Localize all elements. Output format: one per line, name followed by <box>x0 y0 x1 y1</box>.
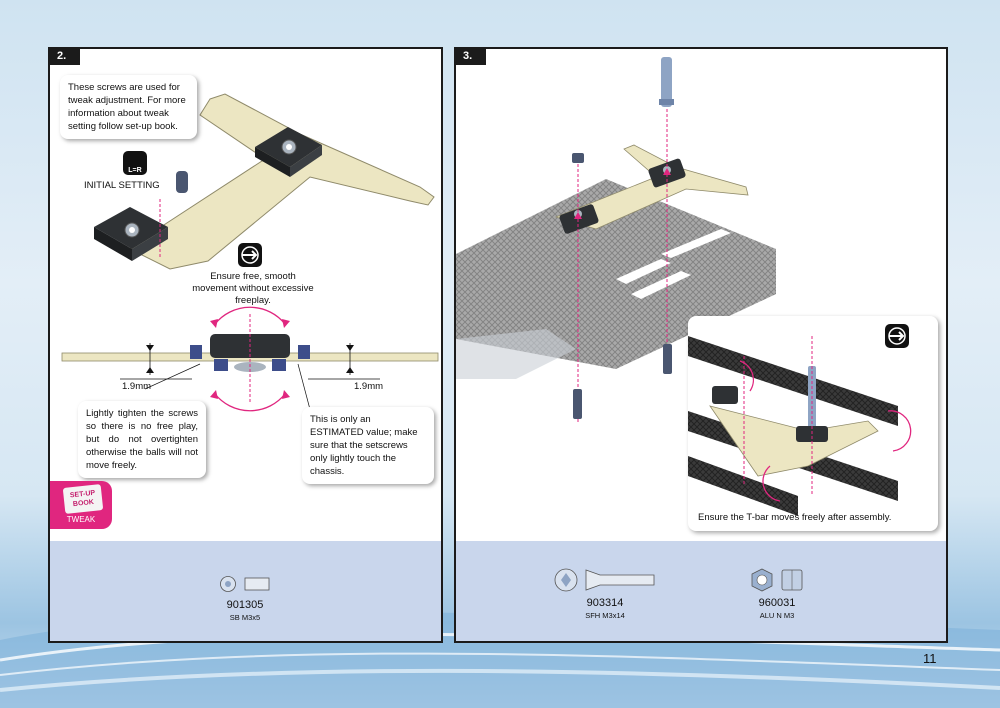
inset-drawing <box>688 336 912 516</box>
ball-stud-block-upper <box>255 127 322 177</box>
setscrew-part <box>176 171 188 193</box>
initial-setting-label: INITIAL SETTING <box>84 180 160 191</box>
tweak-screws-callout: These screws are used for tweak adjustme… <box>60 75 197 139</box>
ball-stud-block-lower <box>94 199 168 261</box>
step-3-number: 3. <box>456 49 486 65</box>
part-code: 903314 <box>586 597 624 609</box>
step-3-panel: 3. <box>454 47 948 643</box>
tweak-label: TWEAK <box>66 515 96 524</box>
arrow-icon <box>888 327 906 345</box>
inset-detail: Ensure the T-bar moves freely after asse… <box>688 316 938 531</box>
step-2-number: 2. <box>50 49 80 65</box>
step-2-drawing <box>61 93 439 418</box>
flat-head-screw-icon <box>554 568 655 592</box>
part-name: ALU N M3 <box>759 611 795 620</box>
step-2-parts-bar: 901305 SB M3x5 <box>50 541 441 641</box>
setup-book-icon: SET-UP BOOK <box>62 484 104 514</box>
tweak-setup-book-badge: SET-UP BOOK TWEAK <box>50 481 112 529</box>
inset-caption: Ensure the T-bar moves freely after asse… <box>698 512 892 523</box>
ball-stud-icon <box>220 576 270 592</box>
step-2-panel: 2. <box>48 47 443 643</box>
dimension-left-label: 1.9mm <box>122 381 152 392</box>
equal-sides-icon-text: L=R <box>128 167 142 174</box>
lightly-tighten-callout: Lightly tighten the screws so there is n… <box>78 401 206 478</box>
part-code: 901305 <box>226 599 264 611</box>
estimated-value-callout: This is only an ESTIMATED value; make su… <box>302 407 434 484</box>
part-code: 960031 <box>758 597 796 609</box>
arrow-icon <box>241 246 259 264</box>
step-3-parts-bar: 903314 SFH M3x14 960031 ALU N M3 <box>456 541 946 641</box>
part-name: SB M3x5 <box>229 613 261 622</box>
equal-sides-icon: L=R <box>123 151 147 175</box>
movement-check-icon <box>238 243 262 267</box>
ensure-free-movement-text: Ensure free, smooth movement without exc… <box>192 271 314 306</box>
part-name: SFH M3x14 <box>585 611 625 620</box>
page-number: 11 <box>923 651 937 666</box>
movement-check-icon <box>885 324 909 348</box>
dimension-right-label: 1.9mm <box>354 381 384 392</box>
alu-nut-icon <box>751 568 803 592</box>
